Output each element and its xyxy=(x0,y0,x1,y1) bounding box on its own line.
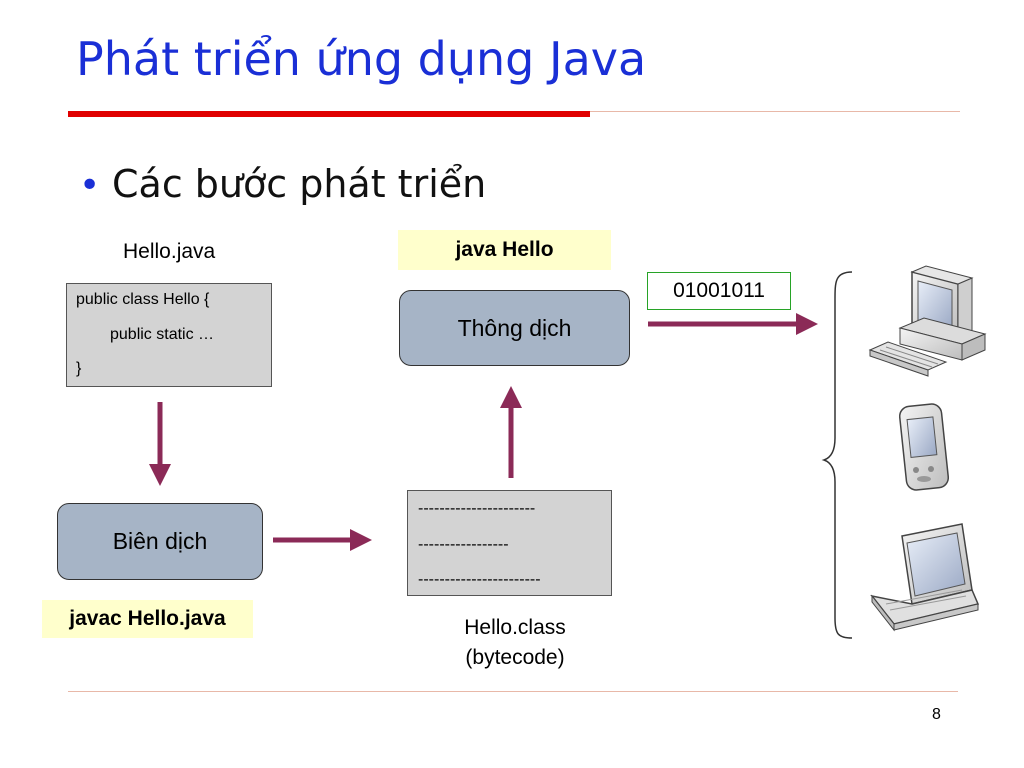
title-rule-thin xyxy=(590,111,960,112)
page-number: 8 xyxy=(932,706,941,723)
device-group-brace xyxy=(821,271,853,639)
desktop-computer-icon xyxy=(868,265,987,377)
bytecode-line-1: ---------------------- xyxy=(418,500,536,517)
arrow-bytecode-to-interpret xyxy=(500,386,522,478)
source-code-box: public class Hello { public static … } xyxy=(66,283,272,387)
compile-command: javac Hello.java xyxy=(42,600,253,638)
machine-code-text: 01001011 xyxy=(673,279,765,302)
footer-rule xyxy=(68,691,958,692)
bytecode-line-2: ----------------- xyxy=(418,536,509,553)
code-line-1: public class Hello { xyxy=(76,291,210,308)
bytecode-caption-line2: (bytecode) xyxy=(465,646,565,669)
laptop-icon xyxy=(870,523,980,632)
pda-icon xyxy=(898,403,950,491)
machine-code-box: 01001011 xyxy=(647,272,791,310)
compile-label: Biên dịch xyxy=(112,528,208,554)
bytecode-box: ---------------------- -----------------… xyxy=(407,490,612,596)
interpret-label: Thông dịch xyxy=(457,314,572,341)
interpret-box: Thông dịch xyxy=(399,290,630,366)
bullet-text: Các bước phát triển xyxy=(112,162,487,206)
bytecode-caption-line1: Hello.class xyxy=(464,616,566,639)
compile-command-text: javac Hello.java xyxy=(69,607,226,630)
code-line-2: public static … xyxy=(110,326,215,343)
interpret-command-text: java Hello xyxy=(455,238,554,261)
slide-title: Phát triển ứng dụng Java xyxy=(76,32,647,86)
code-line-3: } xyxy=(76,360,82,377)
bytecode-line-3: ----------------------- xyxy=(418,571,541,588)
source-filename: Hello.java xyxy=(123,240,216,263)
compile-box: Biên dịch xyxy=(57,503,263,580)
interpret-command: java Hello xyxy=(398,230,611,270)
title-rule-accent xyxy=(68,111,590,117)
arrow-interpret-to-devices xyxy=(648,313,818,335)
bullet-dot: • xyxy=(79,165,101,206)
arrow-compile-to-bytecode xyxy=(273,529,372,551)
arrow-source-to-compile xyxy=(149,402,171,486)
